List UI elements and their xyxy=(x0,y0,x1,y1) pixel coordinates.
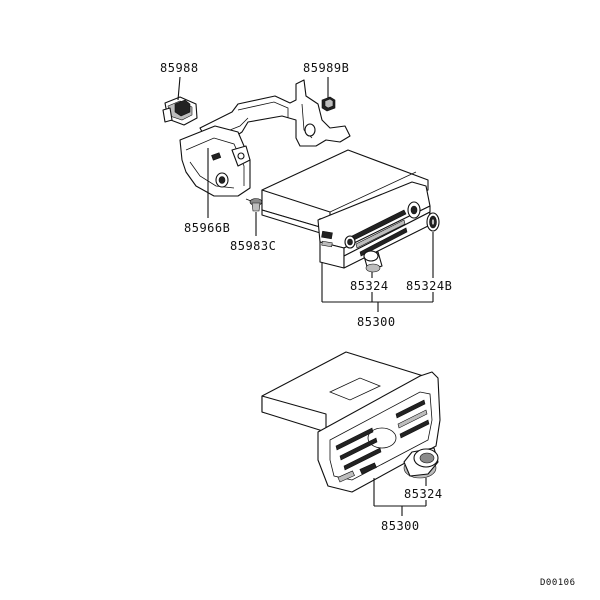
clip-part xyxy=(162,96,198,126)
label-85983c: 85983C xyxy=(230,239,276,253)
screw-part xyxy=(245,198,263,212)
label-85988: 85988 xyxy=(160,61,199,75)
label-85324b: 85324B xyxy=(406,279,452,293)
label-85324-upper: 85324 xyxy=(350,279,389,293)
label-85324-lower: 85324 xyxy=(404,487,443,501)
knob-upper-part xyxy=(363,250,383,273)
radio-unit-lower xyxy=(261,351,441,493)
diagram-code: D00106 xyxy=(540,578,576,588)
label-85300-lower: 85300 xyxy=(381,519,420,533)
leader-lines xyxy=(177,76,434,516)
label-85966b: 85966B xyxy=(184,221,230,235)
bracket-part xyxy=(179,79,351,197)
bolt-part xyxy=(321,96,336,112)
knob-lower-part xyxy=(403,447,439,479)
label-85300-upper: 85300 xyxy=(357,315,396,329)
radio-unit-upper xyxy=(261,149,431,269)
label-85989b: 85989B xyxy=(303,61,349,75)
knob-cap-part xyxy=(426,212,440,232)
